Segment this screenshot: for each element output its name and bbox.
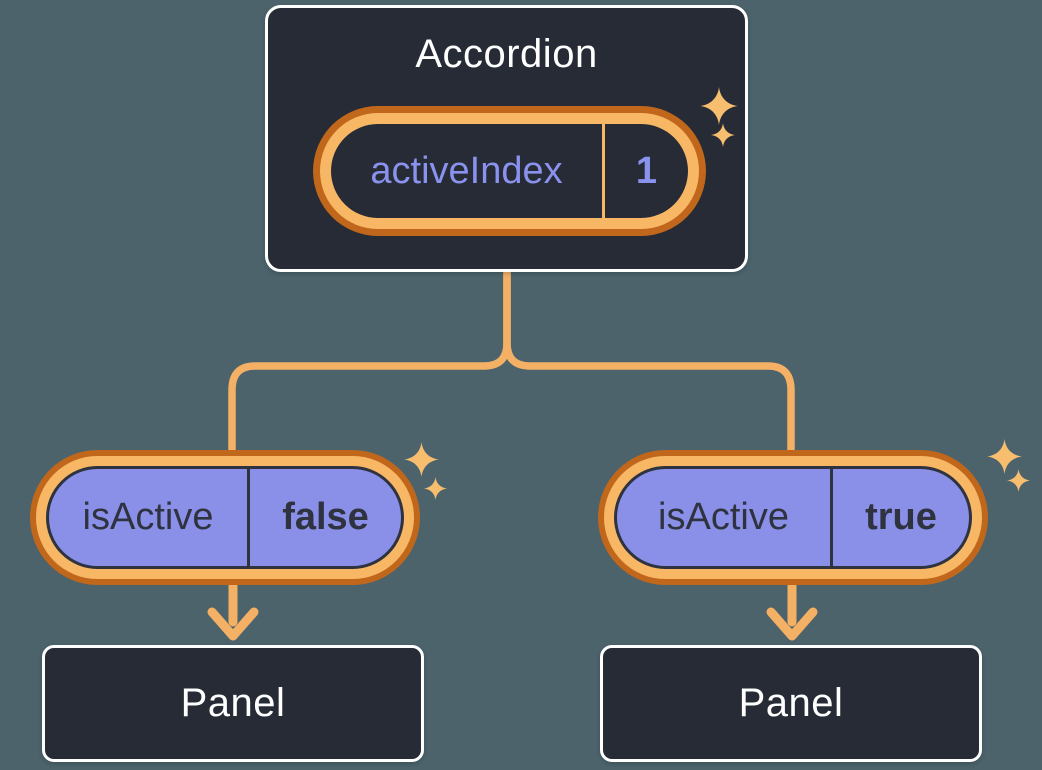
prop-name: isActive	[658, 496, 789, 538]
sparkle-icon-small	[1007, 469, 1030, 492]
prop-pill-right: isActive true	[598, 450, 988, 585]
prop-pill-left: isActive false	[30, 450, 420, 585]
panel-node-left: Panel	[42, 645, 424, 762]
pill-divider	[602, 124, 605, 218]
branch-line-right	[503, 269, 795, 454]
sparkle-icon	[404, 442, 439, 477]
accordion-title: Accordion	[415, 32, 598, 76]
sparkle-icon	[987, 439, 1022, 474]
accordion-node: Accordion activeIndex 1	[265, 5, 748, 272]
state-name: activeIndex	[370, 149, 563, 192]
pill-divider	[830, 469, 833, 566]
state-pill: activeIndex 1	[313, 106, 706, 236]
pill-divider	[247, 469, 250, 566]
arrow-down-icon	[207, 581, 259, 641]
prop-value: true	[865, 496, 937, 538]
panel-label: Panel	[738, 681, 844, 725]
sparkle-icon-small	[424, 477, 447, 500]
prop-name: isActive	[82, 496, 214, 538]
panel-label: Panel	[180, 681, 286, 725]
branch-line-left	[228, 269, 511, 454]
arrow-down-icon	[766, 581, 818, 641]
state-value: 1	[635, 149, 658, 192]
prop-value: false	[282, 496, 369, 538]
panel-node-right: Panel	[600, 645, 982, 762]
